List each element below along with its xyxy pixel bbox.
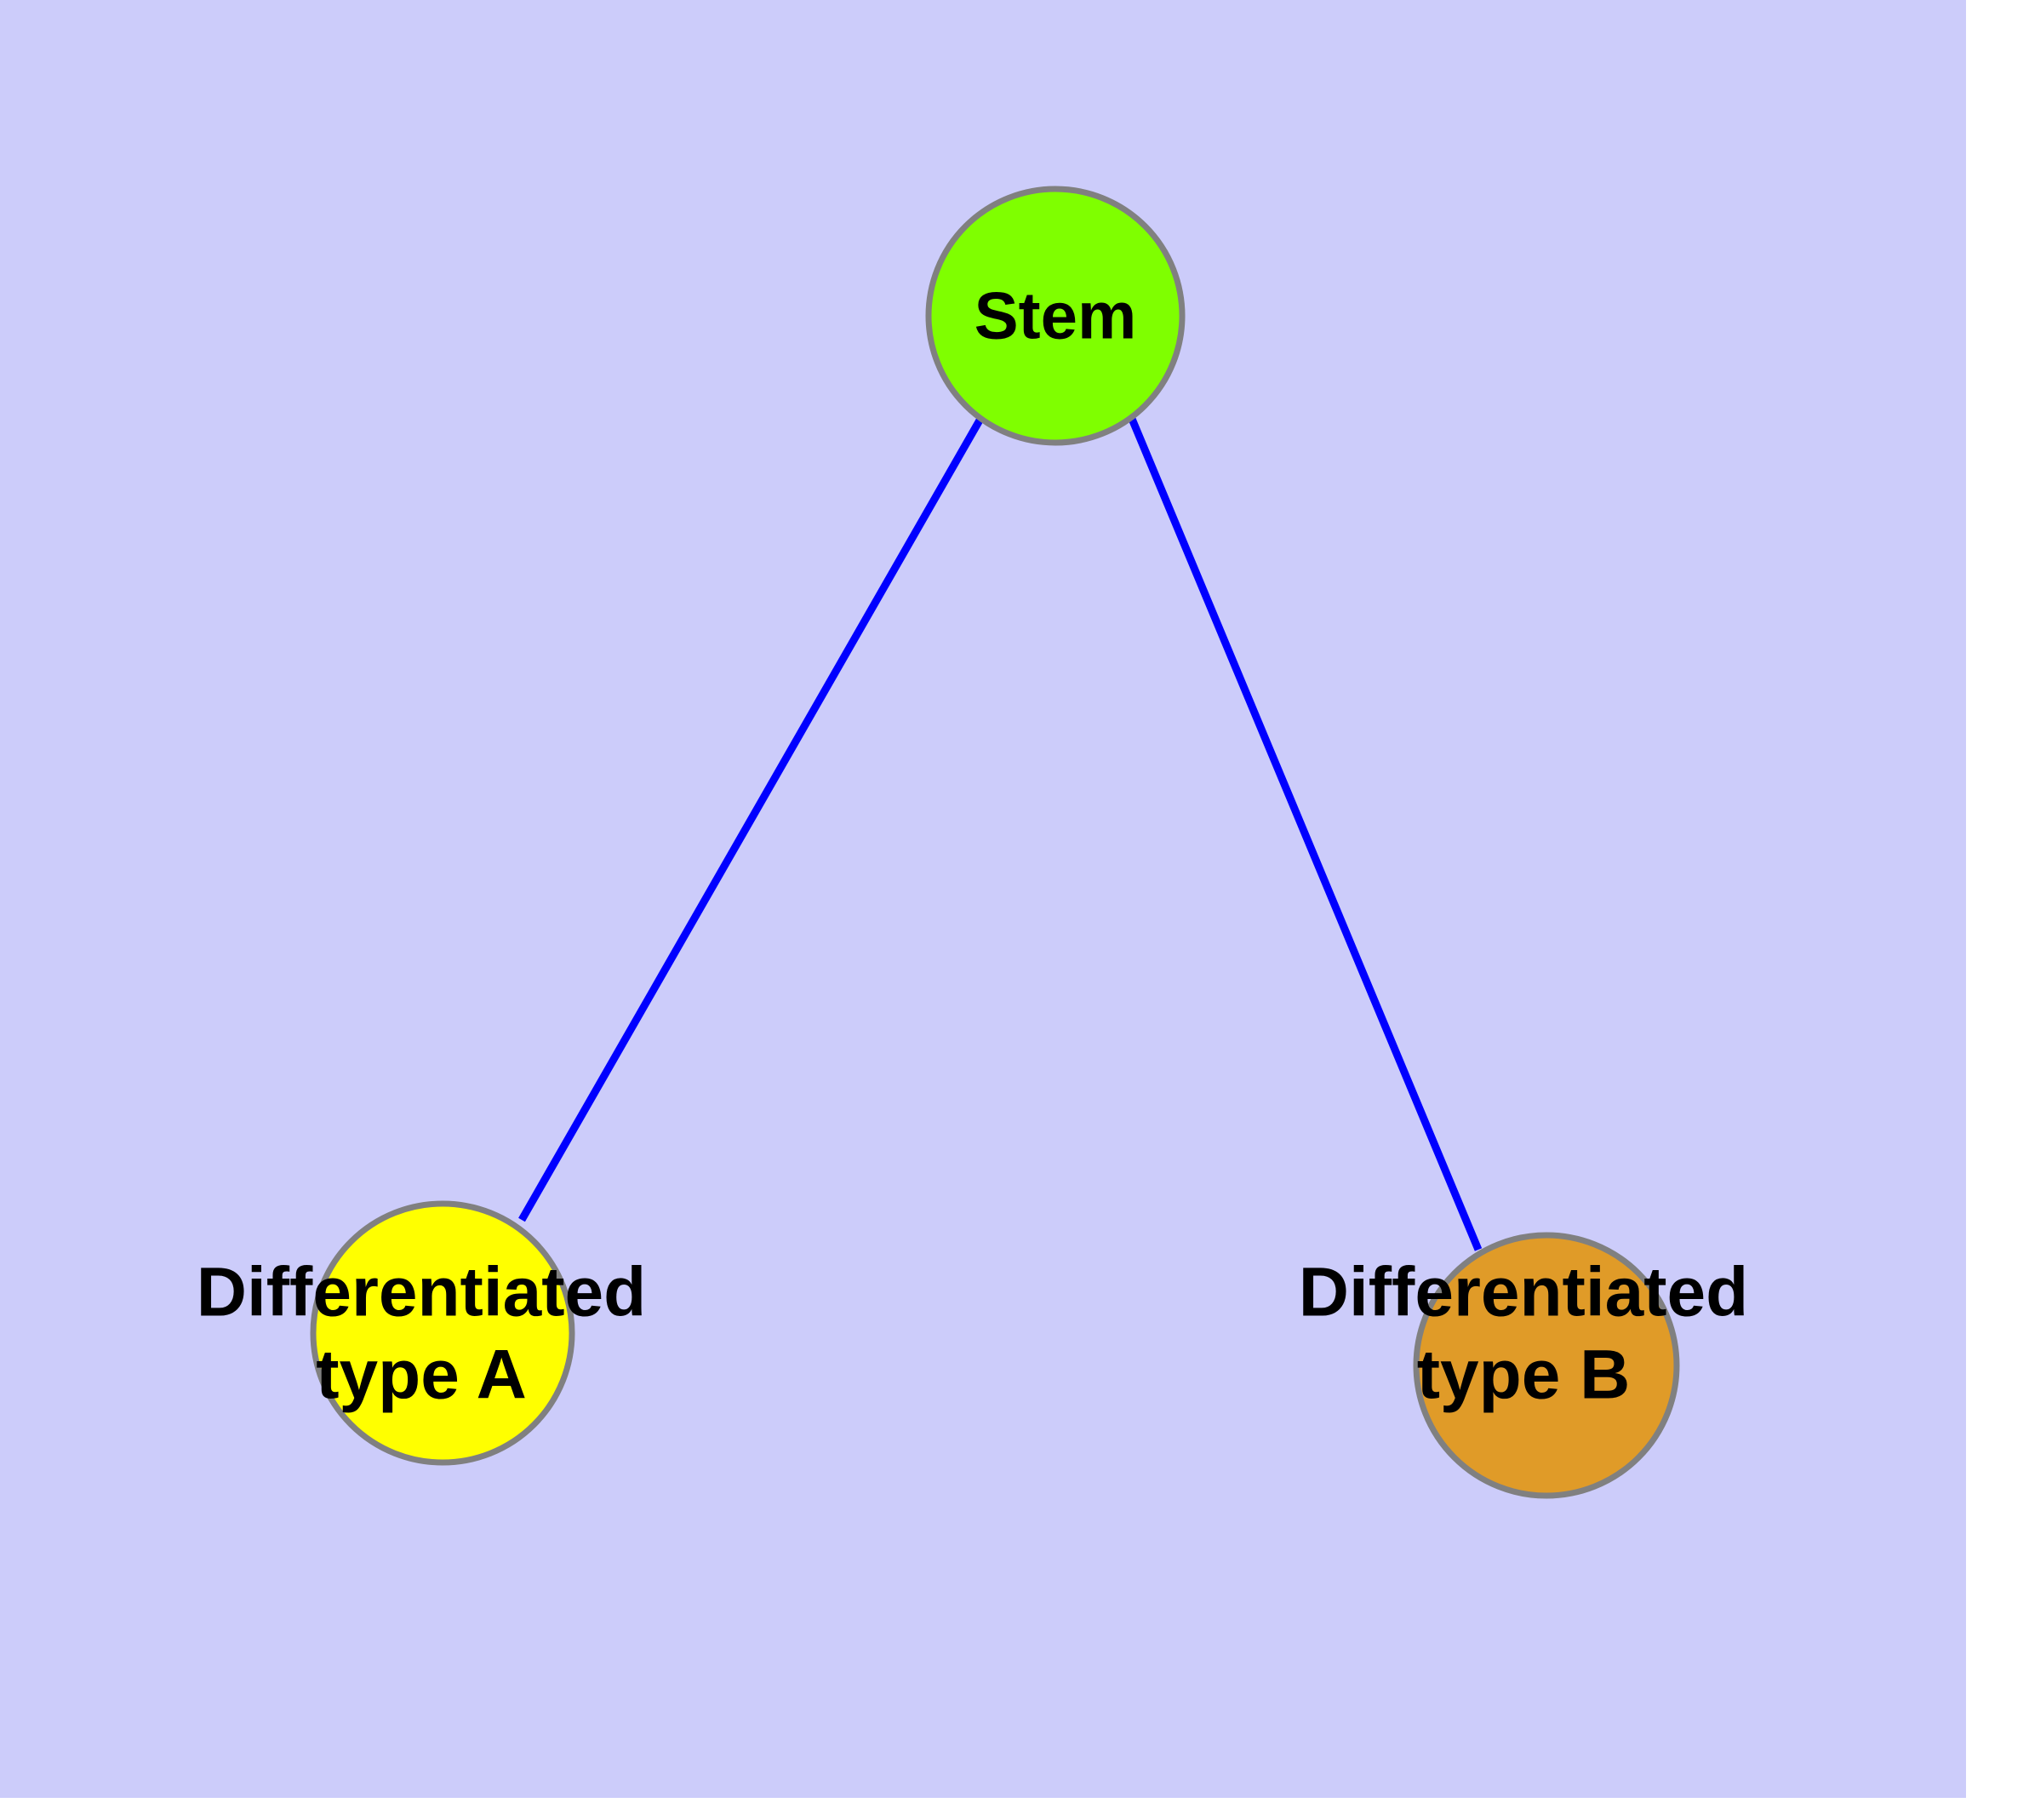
node-stem-label: Stem: [974, 278, 1137, 353]
node-stem-circle[interactable]: [925, 186, 1186, 446]
nodes-group: [310, 186, 1680, 1499]
node-label-line: Differentiated: [197, 1254, 647, 1331]
node-label-line: Stem: [974, 278, 1137, 353]
edges-group: [518, 416, 1483, 1251]
node-differentiated-type-b-circle[interactable]: [1413, 1232, 1680, 1499]
node-label-line: Differentiated: [1299, 1254, 1749, 1331]
node-label-line: type A: [316, 1336, 527, 1413]
edge-stem-to-differentiated-a[interactable]: [518, 416, 984, 1222]
edge-stem-to-differentiated-b[interactable]: [1128, 417, 1483, 1251]
node-differentiated-type-a-circle[interactable]: [310, 1200, 575, 1466]
node-label-line: type B: [1417, 1336, 1631, 1413]
